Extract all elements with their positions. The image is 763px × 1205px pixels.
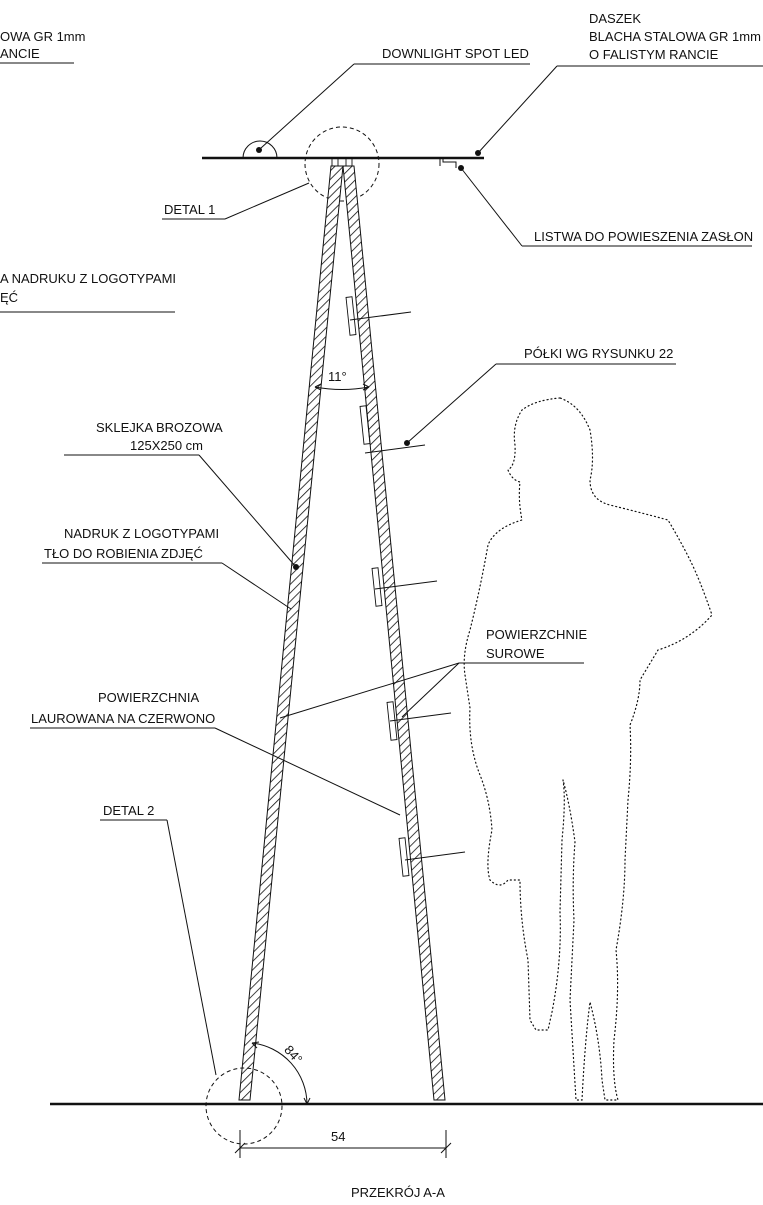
nadruk-label-1: NADRUK Z LOGOTYPAMI — [64, 526, 219, 541]
shelves — [345, 296, 466, 877]
polki-label: PÓŁKI WG RYSUNKU 22 — [524, 346, 673, 361]
sklejka-label-1: SKLEJKA BROZOWA — [96, 420, 223, 435]
listwa-label: LISTWA DO POWIESZENIA ZASŁON — [534, 229, 753, 244]
downlight-label: DOWNLIGHT SPOT LED — [382, 46, 529, 61]
surowe-label-2: SUROWE — [486, 646, 545, 661]
right-panel — [342, 165, 446, 1101]
leader-lines — [0, 62, 763, 1076]
human-silhouette — [463, 397, 713, 1101]
detal1-label: DETAL 1 — [164, 202, 215, 217]
daszek-label-3: O FALISTYM RANCIE — [589, 47, 719, 62]
angle-arc-bottom — [251, 1042, 308, 1105]
nadruk-cut-label-2: ĘĆ — [0, 290, 18, 305]
daszek-label-2: BLACHA STALOWA GR 1mm — [589, 29, 761, 44]
top-left-label-1: OWA GR 1mm — [0, 29, 85, 44]
dimension-line — [234, 1130, 452, 1158]
downlight-icon — [242, 140, 278, 159]
nadruk-cut-label-1: A NADRUKU Z LOGOTYPAMI — [0, 271, 176, 286]
laur-label-1: POWIERZCHNIA — [98, 690, 199, 705]
left-panel — [238, 165, 344, 1101]
angle-top-label: 11° — [328, 369, 347, 384]
angle-arc-top — [314, 386, 370, 390]
section-title: PRZEKRÓJ A-A — [351, 1185, 445, 1200]
daszek-label-1: DASZEK — [589, 11, 641, 26]
detal2-label: DETAL 2 — [103, 803, 154, 818]
detail-1-circle — [304, 126, 380, 202]
surowe-label-1: POWIERZCHNIE — [486, 627, 587, 642]
laur-label-2: LAUROWANA NA CZERWONO — [31, 711, 215, 726]
nadruk-label-2: TŁO DO ROBIENIA ZDJĘĆ — [44, 546, 203, 561]
curtain-rail — [439, 158, 457, 168]
dimension-label: 54 — [331, 1129, 345, 1144]
angle-bottom-label: 84° — [281, 1042, 305, 1067]
sklejka-label-2: 125X250 cm — [130, 438, 203, 453]
top-left-label-2: ANCIE — [0, 46, 40, 61]
